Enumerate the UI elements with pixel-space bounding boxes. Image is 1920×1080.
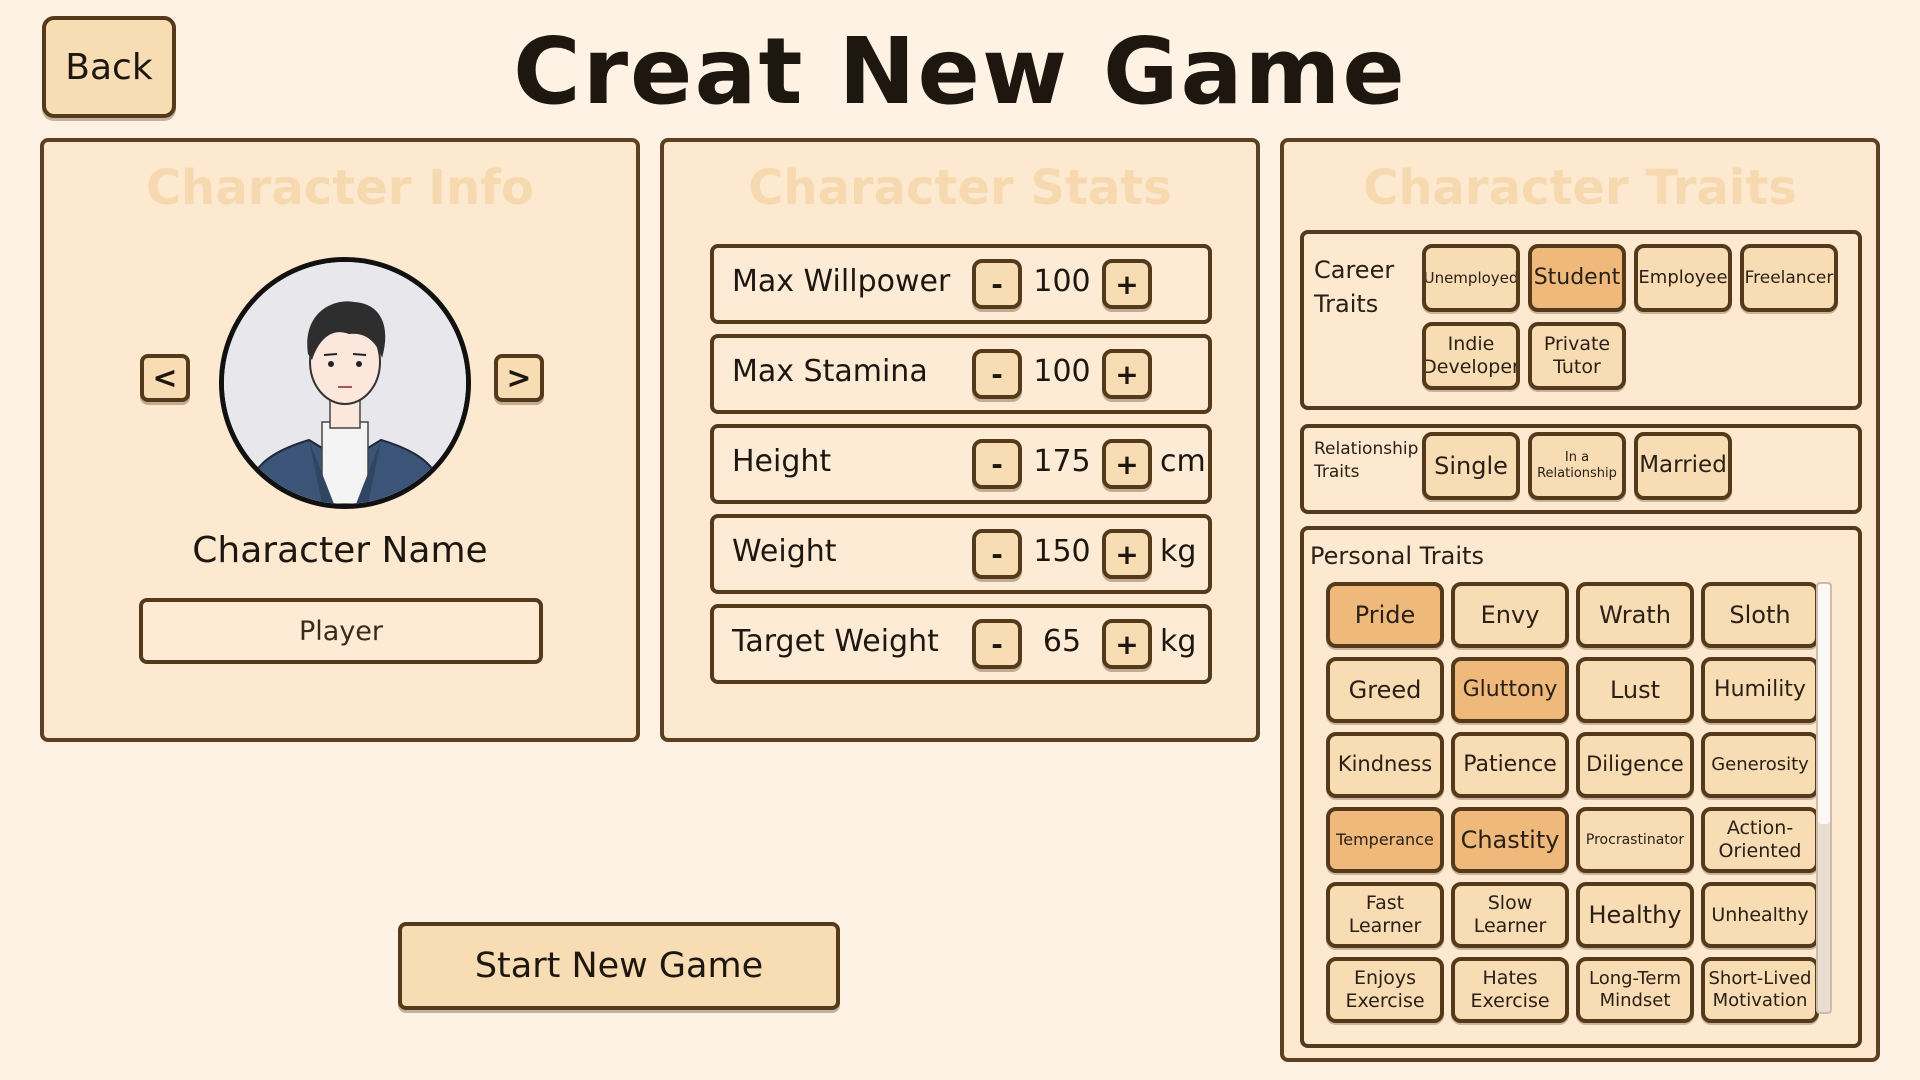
avatar [219, 257, 471, 509]
trait-student[interactable]: Student [1528, 244, 1626, 312]
trait-chastity[interactable]: Chastity [1451, 807, 1569, 873]
back-button[interactable]: Back [42, 16, 176, 118]
stat-value: 100 [1033, 264, 1091, 299]
trait-greed[interactable]: Greed [1326, 657, 1444, 723]
trait-hates-exercise[interactable]: Hates Exercise [1451, 957, 1569, 1023]
decrease-button[interactable]: - [972, 619, 1022, 669]
stat-label: Max Willpower [732, 264, 951, 299]
stat-unit: kg [1160, 624, 1197, 659]
increase-button[interactable]: + [1102, 259, 1152, 309]
trait-in-a-relationship[interactable]: In a Relationship [1528, 432, 1626, 500]
trait-envy[interactable]: Envy [1451, 582, 1569, 648]
trait-gluttony[interactable]: Gluttony [1451, 657, 1569, 723]
trait-enjoys-exercise[interactable]: Enjoys Exercise [1326, 957, 1444, 1023]
trait-action-oriented[interactable]: Action-Oriented [1701, 807, 1819, 873]
trait-temperance[interactable]: Temperance [1326, 807, 1444, 873]
character-stats-panel: Character Stats Max Willpower - 100 + Ma… [660, 138, 1260, 742]
stat-row-max-willpower: Max Willpower - 100 + [710, 244, 1212, 324]
prev-avatar-button[interactable]: < [140, 354, 190, 402]
trait-indie-developer[interactable]: Indie Developer [1422, 322, 1520, 390]
character-stats-title: Character Stats [748, 160, 1172, 216]
stat-row-max-stamina: Max Stamina - 100 + [710, 334, 1212, 414]
increase-button[interactable]: + [1102, 529, 1152, 579]
stat-row-target-weight: Target Weight - 65 + kg [710, 604, 1212, 684]
trait-diligence[interactable]: Diligence [1576, 732, 1694, 798]
trait-slow-learner[interactable]: Slow Learner [1451, 882, 1569, 948]
relationship-traits-group: Relationship Traits Single In a Relation… [1300, 424, 1862, 514]
personal-traits-group: Personal Traits Pride Envy Wrath Sloth G… [1300, 526, 1862, 1048]
next-avatar-button[interactable]: > [494, 354, 544, 402]
increase-button[interactable]: + [1102, 349, 1152, 399]
trait-healthy[interactable]: Healthy [1576, 882, 1694, 948]
relationship-traits-label: Relationship Traits [1314, 439, 1419, 482]
trait-short-lived-motivation[interactable]: Short-Lived Motivation [1701, 957, 1819, 1023]
start-new-game-button[interactable]: Start New Game [398, 922, 840, 1010]
stat-value: 65 [1042, 624, 1082, 659]
personal-traits-scrollbar[interactable] [1816, 582, 1832, 1014]
trait-long-term-mindset[interactable]: Long-Term Mindset [1576, 957, 1694, 1023]
character-info-title: Character Info [145, 160, 535, 216]
trait-fast-learner[interactable]: Fast Learner [1326, 882, 1444, 948]
decrease-button[interactable]: - [972, 529, 1022, 579]
decrease-button[interactable]: - [972, 259, 1022, 309]
stat-value: 150 [1033, 534, 1091, 569]
page-title: Creat New Game [513, 18, 1407, 125]
trait-single[interactable]: Single [1422, 432, 1520, 500]
character-name-label: Character Name [192, 530, 488, 571]
character-traits-panel: Character Traits Career Traits Unemploye… [1280, 138, 1880, 1062]
increase-button[interactable]: + [1102, 439, 1152, 489]
trait-employee[interactable]: Employee [1634, 244, 1732, 312]
avatar-illustration [224, 262, 466, 504]
trait-private-tutor[interactable]: Private Tutor [1528, 322, 1626, 390]
trait-humility[interactable]: Humility [1701, 657, 1819, 723]
character-name-input[interactable] [139, 598, 543, 664]
stat-row-height: Height - 175 + cm [710, 424, 1212, 504]
decrease-button[interactable]: - [972, 439, 1022, 489]
trait-unemployed[interactable]: Unemployed [1422, 244, 1520, 312]
stat-unit: kg [1160, 534, 1197, 569]
trait-sloth[interactable]: Sloth [1701, 582, 1819, 648]
trait-kindness[interactable]: Kindness [1326, 732, 1444, 798]
stat-unit: cm [1160, 444, 1206, 479]
trait-married[interactable]: Married [1634, 432, 1732, 500]
trait-wrath[interactable]: Wrath [1576, 582, 1694, 648]
character-info-panel: Character Info < > Character Name [40, 138, 640, 742]
career-traits-label: Career Traits [1314, 256, 1395, 318]
stat-label: Target Weight [732, 624, 939, 659]
stat-value: 175 [1033, 444, 1091, 479]
trait-procrastinator[interactable]: Procrastinator [1576, 807, 1694, 873]
trait-unhealthy[interactable]: Unhealthy [1701, 882, 1819, 948]
stat-row-weight: Weight - 150 + kg [710, 514, 1212, 594]
trait-pride[interactable]: Pride [1326, 582, 1444, 648]
trait-generosity[interactable]: Generosity [1701, 732, 1819, 798]
stat-label: Height [732, 444, 832, 479]
trait-freelancer[interactable]: Freelancer [1740, 244, 1838, 312]
personal-traits-label: Personal Traits [1310, 542, 1484, 570]
decrease-button[interactable]: - [972, 349, 1022, 399]
career-traits-group: Career Traits Unemployed Student Employe… [1300, 230, 1862, 410]
scrollbar-thumb[interactable] [1818, 584, 1830, 824]
stat-label: Weight [732, 534, 837, 569]
stat-label: Max Stamina [732, 354, 928, 389]
increase-button[interactable]: + [1102, 619, 1152, 669]
trait-patience[interactable]: Patience [1451, 732, 1569, 798]
character-traits-title: Character Traits [1363, 160, 1797, 216]
stat-value: 100 [1033, 354, 1091, 389]
trait-lust[interactable]: Lust [1576, 657, 1694, 723]
